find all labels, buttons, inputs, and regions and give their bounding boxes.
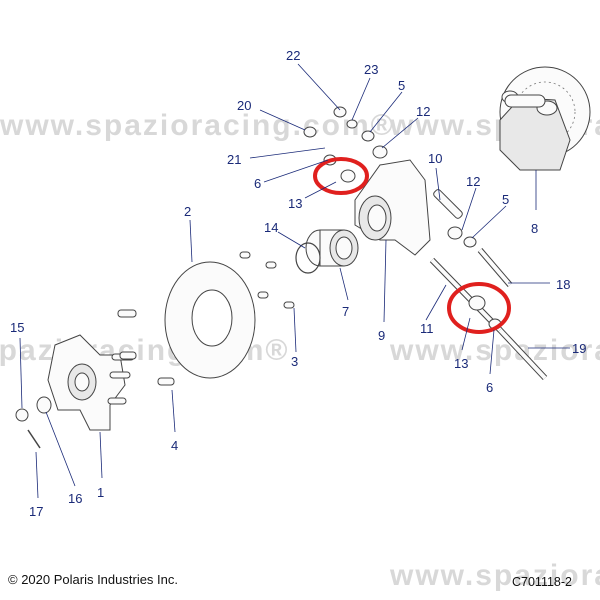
callout-20: 20	[237, 98, 251, 113]
callout-15: 15	[10, 320, 24, 335]
callout-13-top: 13	[288, 196, 302, 211]
callout-6-top: 6	[254, 176, 261, 191]
callout-21: 21	[227, 152, 241, 167]
figure-id: C701118-2	[512, 575, 572, 589]
bearing	[305, 229, 359, 267]
callout-5-right: 5	[502, 192, 509, 207]
watermark-bottom: www.spazioracing.com®	[389, 559, 600, 592]
callout-19: 19	[572, 341, 586, 356]
highlight-circle-lower	[447, 282, 511, 334]
callout-12-right: 12	[466, 174, 480, 189]
callout-9: 9	[378, 328, 385, 343]
snap-ring	[295, 242, 321, 274]
callout-18: 18	[556, 277, 570, 292]
callout-2: 2	[184, 204, 191, 219]
brake-disc	[164, 261, 256, 379]
callout-11: 11	[420, 321, 434, 336]
callout-12-top: 12	[416, 104, 430, 119]
callout-16: 16	[68, 491, 82, 506]
callout-7: 7	[342, 304, 349, 319]
watermark-middle-right: www.spazioracing.com®	[389, 334, 600, 367]
callout-5-top: 5	[398, 78, 405, 93]
callout-10: 10	[428, 151, 442, 166]
bolts-set	[117, 251, 295, 386]
callout-14: 14	[264, 220, 278, 235]
brake-caliper-assembly	[499, 66, 591, 171]
callout-3: 3	[291, 354, 298, 369]
callout-13-bottom: 13	[454, 356, 468, 371]
callout-labels: 22 23 5 20 12 21 6 13 10 12 5 8 2 14 18 …	[10, 48, 586, 519]
copyright-text: © 2020 Polaris Industries Inc.	[8, 572, 178, 587]
callout-1: 1	[97, 485, 104, 500]
callout-8: 8	[531, 221, 538, 236]
through-bolts	[429, 189, 548, 381]
callout-4: 4	[171, 438, 178, 453]
callout-23: 23	[364, 62, 378, 77]
knuckle	[354, 159, 431, 256]
callout-6-bottom: 6	[486, 380, 493, 395]
callout-17: 17	[29, 504, 43, 519]
highlight-circle-upper	[313, 157, 369, 195]
leader-lines	[19, 63, 570, 499]
watermark-top: www.spazioracing.com®	[0, 109, 395, 142]
callout-22: 22	[286, 48, 300, 63]
